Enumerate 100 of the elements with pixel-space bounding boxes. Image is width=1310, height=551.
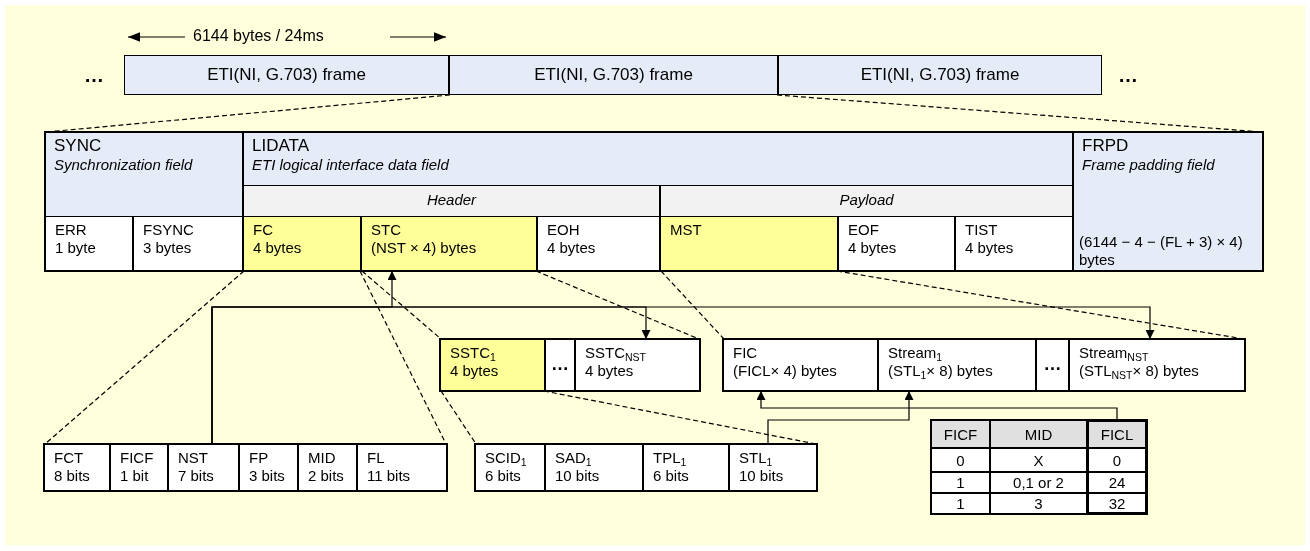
field-name: SSTC$_{1}$	[450, 344, 497, 362]
field-name: SCID$_{1}$	[485, 449, 528, 467]
field-size: 1 byte	[55, 239, 97, 257]
field-cell	[239, 444, 298, 491]
field-size: 7 bits	[178, 467, 215, 485]
field-size: (STL$_{NST}$× 8) bytes	[1079, 362, 1200, 380]
field-name: ERR	[55, 221, 88, 239]
field-size: 4 bytes	[848, 239, 898, 257]
field-name: LIDATA	[252, 136, 310, 157]
field-name: EOF	[848, 221, 880, 239]
expansion-line	[359, 270, 447, 445]
field-name: Stream$_{NST}$	[1079, 344, 1150, 362]
field-name: FSYNC	[143, 221, 195, 239]
table-value: 1	[931, 472, 990, 493]
field-row	[440, 339, 700, 391]
field-cell	[660, 216, 838, 271]
field-cell	[537, 216, 660, 271]
column-header: FICF	[931, 420, 990, 448]
arrow	[767, 390, 914, 445]
field-name: FC	[253, 221, 274, 239]
field-description: Synchronization field	[54, 156, 194, 175]
field-size: 10 bits	[739, 467, 785, 485]
field-size: 4 bytes	[450, 362, 500, 380]
field-cell	[298, 444, 357, 491]
field-cell	[838, 216, 955, 271]
field-name: Stream$_{1}$	[888, 344, 944, 362]
column-header: MID	[990, 420, 1087, 448]
lookup-table	[931, 420, 1147, 514]
field-name: STL$_{1}$	[739, 449, 774, 467]
section-band	[660, 185, 1073, 271]
field-size: 4 bytes	[585, 362, 635, 380]
table-value: 0	[931, 448, 990, 472]
ellipsis-mark: …	[1043, 354, 1062, 376]
frame-block	[124, 55, 449, 95]
field-size: 8 bits	[54, 467, 91, 485]
ellipsis-mark: …	[1118, 64, 1138, 87]
ellipsis-mark: …	[551, 354, 569, 376]
field-size: 2 bits	[308, 467, 345, 485]
field-name: SSTC$_{NST}$	[585, 344, 647, 362]
field-cell	[440, 339, 545, 391]
table-value: X	[990, 448, 1087, 472]
field-size: 11 bits	[367, 467, 412, 485]
frame-label: ETI(NI, G.703) frame	[207, 64, 366, 86]
field-name: FRPD	[1082, 136, 1130, 157]
arrow	[211, 306, 1155, 445]
field-name: FIC	[733, 344, 759, 362]
field-row	[45, 132, 1263, 271]
table-value: 1	[931, 493, 990, 514]
field-name: FP	[249, 449, 270, 467]
field-group	[1073, 132, 1263, 271]
field-size: 4 bytes	[965, 239, 1015, 257]
field-size: 1 bit	[120, 467, 150, 485]
field-row	[44, 444, 447, 491]
field-cell	[243, 216, 361, 271]
field-description: Frame padding field	[1082, 156, 1216, 175]
field-size: 6 bits	[653, 467, 690, 485]
field-cell	[545, 444, 643, 491]
field-cell	[361, 216, 537, 271]
field-row	[723, 339, 1245, 391]
frame-label: ETI(NI, G.703) frame	[534, 64, 693, 86]
field-name: FICF	[120, 449, 155, 467]
field-cell	[45, 216, 133, 271]
expansion-line	[440, 390, 477, 445]
field-cell	[955, 216, 1073, 271]
arrow	[756, 390, 1118, 421]
field-name: FCT	[54, 449, 85, 467]
section-band	[243, 185, 660, 271]
field-size: 4 bytes	[547, 239, 597, 257]
field-name: SAD$_{1}$	[555, 449, 593, 467]
field-size: 6 bits	[485, 467, 522, 485]
field-size: 3 bytes	[143, 239, 193, 257]
expansion-line	[44, 270, 245, 445]
field-size: (6144 − 4 − (FL + 3) × 4) bytes	[1079, 233, 1244, 269]
ellipsis-mark: …	[84, 64, 104, 87]
table-value: 0,1 or 2	[990, 472, 1087, 493]
field-name: MID	[308, 449, 337, 467]
field-name: MST	[670, 221, 703, 239]
ellipsis-cell	[545, 339, 575, 391]
field-size: 3 bits	[249, 467, 286, 485]
field-cell	[878, 339, 1036, 391]
frame-label: ETI(NI, G.703) frame	[860, 64, 1020, 86]
table-value: 3	[990, 493, 1087, 514]
field-cell	[110, 444, 168, 491]
field-name: FL	[367, 449, 386, 467]
field-size: (FICL× 4) bytes	[733, 362, 838, 380]
field-name: EOH	[547, 221, 581, 239]
field-group	[243, 132, 1073, 271]
field-name: SYNC	[54, 136, 103, 157]
frame-block	[778, 55, 1102, 95]
expansion-line	[361, 270, 442, 340]
field-size: 4 bytes	[253, 239, 303, 257]
frame-block	[449, 55, 778, 95]
field-cell	[133, 216, 243, 271]
ellipsis-cell	[1036, 339, 1069, 391]
field-name: TIST	[965, 221, 999, 239]
field-cell	[168, 444, 239, 491]
field-cell	[643, 444, 729, 491]
field-size: 10 bits	[555, 467, 601, 485]
field-name: TPL$_{1}$	[653, 449, 688, 467]
section-title: Payload	[839, 191, 894, 209]
